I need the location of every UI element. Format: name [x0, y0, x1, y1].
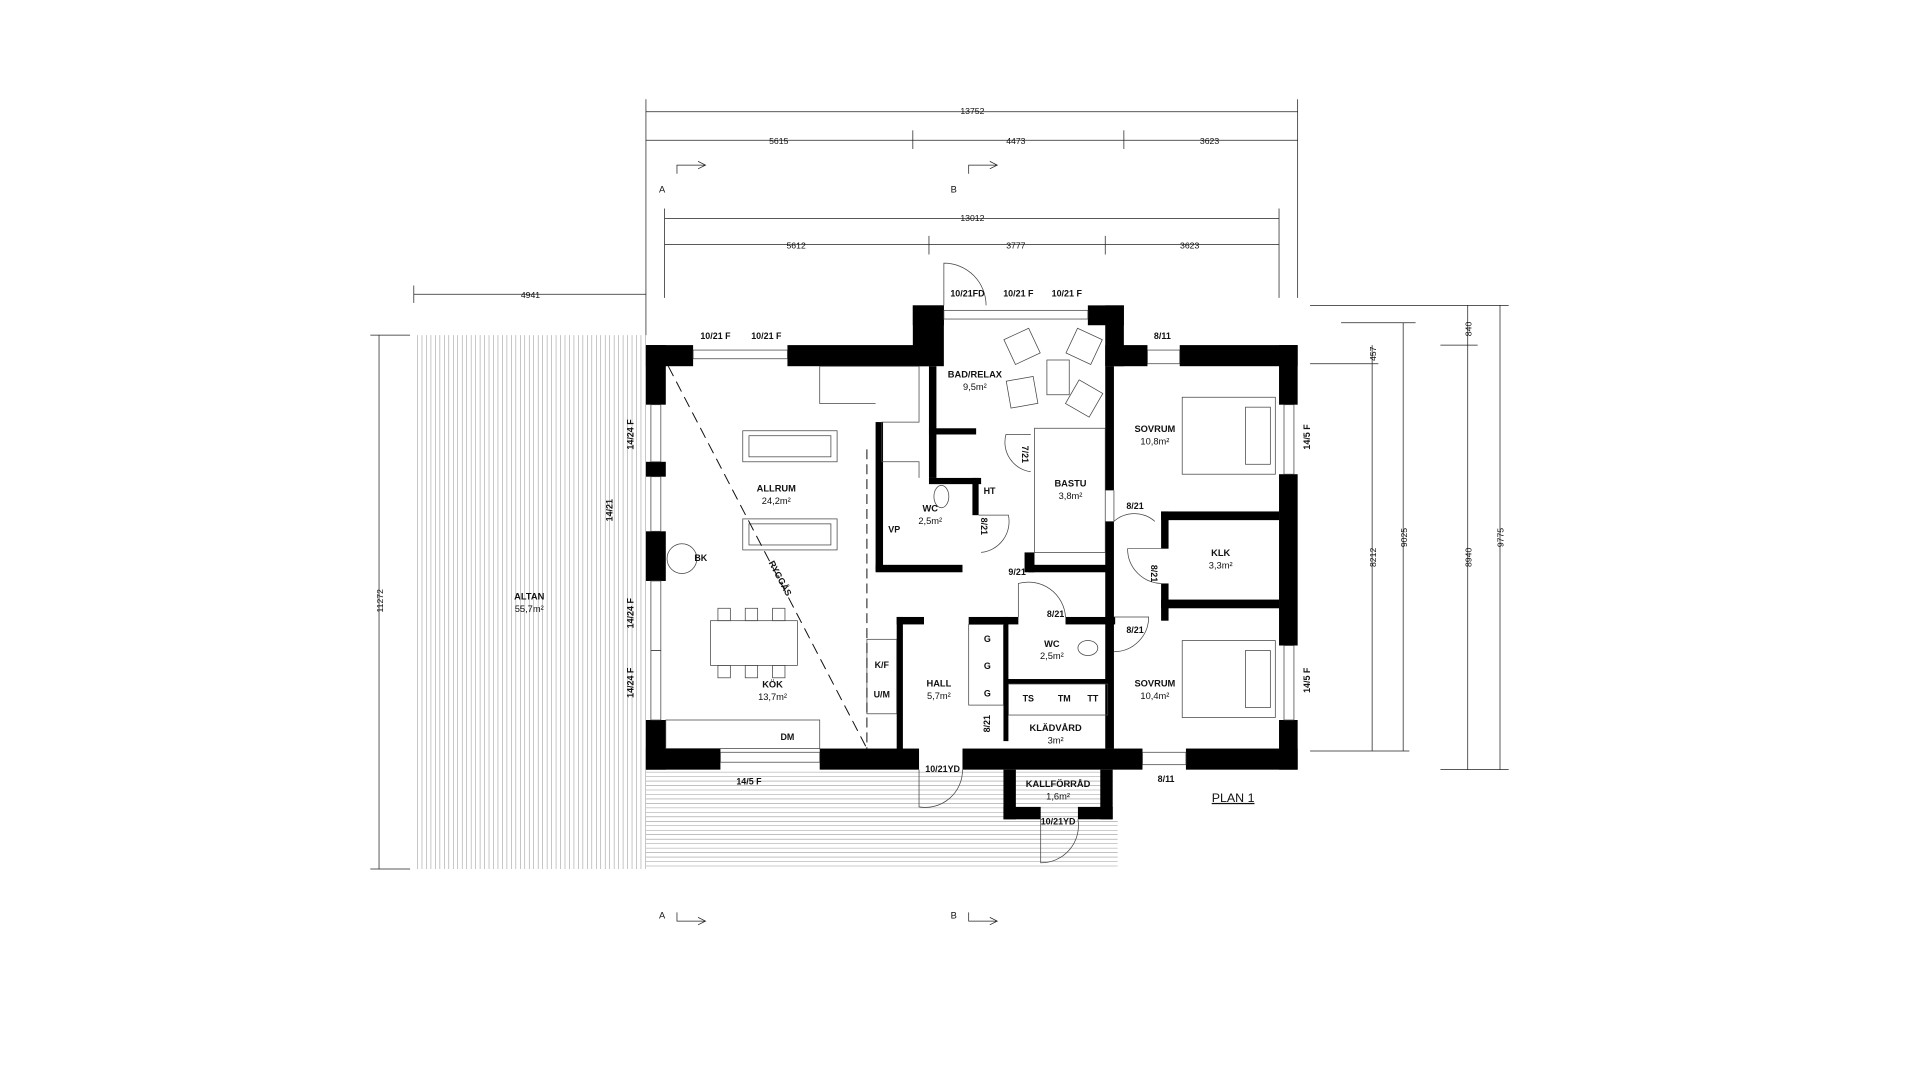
dim-right: 9775 [1496, 528, 1506, 547]
dim-inner-seg: 3777 [1006, 240, 1025, 250]
opening-label: 14/24 F [626, 667, 636, 698]
opening-label: 10/21 F [1052, 289, 1083, 299]
room-area: 2,5m² [918, 516, 942, 526]
dim-left-height: 11272 [375, 589, 385, 613]
room-area: 10,8m² [1140, 436, 1169, 446]
opening-label: 8/21 [1149, 565, 1159, 582]
fixture-label: HT [984, 486, 996, 496]
section-marker-b: B [951, 911, 957, 921]
room-name: SOVRUM [1134, 678, 1175, 688]
dim-inner-seg: 5612 [786, 240, 805, 250]
dimension-lines [370, 99, 1509, 926]
opening-label: 10/21 F [1003, 289, 1034, 299]
dim-top-seg: 4473 [1006, 136, 1025, 146]
dim-top-seg: 5615 [769, 136, 788, 146]
fixture-label: TT [1087, 693, 1098, 703]
dim-right: 8940 [1463, 548, 1473, 567]
room-area: 55,7m² [515, 604, 544, 614]
room-area: 3,8m² [1059, 491, 1083, 501]
opening-label: 10/21YD [1041, 816, 1076, 826]
furniture [665, 327, 1276, 749]
room-name: KÖK [762, 680, 783, 690]
opening-label: 8/21 [1047, 609, 1064, 619]
dim-top-seg: 3623 [1200, 136, 1219, 146]
room-area: 13,7m² [758, 692, 787, 702]
fixture-label: TS [1023, 693, 1034, 703]
opening-label: 8/11 [1158, 774, 1175, 784]
room-name: BASTU [1054, 479, 1086, 489]
exterior-walls [645, 305, 1298, 820]
fixture-label: K/F [875, 660, 890, 670]
room-name: SOVRUM [1134, 424, 1175, 434]
opening-label: 8/21 [979, 518, 989, 535]
fixture-label: G [984, 634, 991, 644]
opening-label: 8/21 [1126, 625, 1143, 635]
dim-right: 840 [1463, 322, 1473, 337]
opening-label: 14/5 F [1302, 424, 1312, 450]
room-area: 1,6m² [1046, 791, 1070, 801]
opening-label: 10/21 F [700, 331, 731, 341]
opening-label: 7/21 [1020, 446, 1030, 463]
dim-right: 457 [1368, 346, 1378, 361]
opening-label: 14/21 [604, 499, 614, 521]
fixture-label: G [984, 688, 991, 698]
room-name: WC [922, 503, 938, 513]
opening-label: 14/24 F [626, 598, 636, 629]
fixture-label: G [984, 661, 991, 671]
interior-walls [875, 366, 1280, 752]
dim-inner-total: 13012 [960, 213, 984, 223]
room-name: KALLFÖRRÅD [1026, 779, 1091, 789]
room-name: ALTAN [514, 592, 544, 602]
section-marker-a: A [659, 911, 666, 921]
opening-label: 14/5 F [736, 777, 762, 787]
dim-top-total: 13752 [960, 106, 984, 116]
section-marker-a: A [659, 184, 666, 194]
opening-label: 8/21 [1126, 501, 1143, 511]
dim-right: 9025 [1399, 528, 1409, 547]
fixture-label: BK [694, 553, 707, 563]
section-marker-b: B [951, 184, 957, 194]
opening-label: 8/21 [982, 715, 992, 732]
room-area: 24,2m² [762, 496, 791, 506]
front-deck-hatch [645, 771, 1118, 867]
room-area: 2,5m² [1040, 651, 1064, 661]
ridge-label: RYGGÅS [767, 559, 794, 598]
dim-inner-seg: 3623 [1180, 240, 1199, 250]
room-area: 9,5m² [963, 382, 987, 392]
opening-label: 9/21 [1008, 567, 1025, 577]
plan-title: PLAN 1 [1212, 791, 1255, 805]
ridge-line [667, 365, 868, 749]
room-name: KLÄDVÅRD [1030, 723, 1082, 733]
room-area: 10,4m² [1140, 691, 1169, 701]
opening-label: 14/24 F [626, 419, 636, 450]
room-name: ALLRUM [757, 484, 796, 494]
opening-labels: 10/21 F 10/21 F 10/21FD 10/21 F 10/21 F 8/11 1… [604, 289, 1312, 827]
opening-label: 10/21FD [950, 289, 985, 299]
opening-label: 10/21YD [925, 764, 960, 774]
opening-label: 14/5 F [1302, 667, 1312, 693]
fixture-label: U/M [874, 690, 890, 700]
room-area: 3,3m² [1209, 561, 1233, 571]
opening-label: 10/21 F [751, 331, 782, 341]
dimension-labels: 13752 5615 4473 3623 13012 5612 3777 362… [375, 106, 1506, 920]
room-name: BAD/RELAX [948, 369, 1003, 379]
room-name: KLK [1211, 548, 1230, 558]
room-area: 5,7m² [927, 691, 951, 701]
fixture-label: TM [1058, 693, 1071, 703]
dim-altan-width: 4941 [521, 290, 540, 300]
dim-right: 8212 [1368, 548, 1378, 567]
room-area: 3m² [1048, 736, 1064, 746]
windows [650, 309, 1295, 766]
door-swings [918, 262, 1162, 864]
altan-deck-hatch [417, 335, 646, 869]
room-name: HALL [926, 678, 951, 688]
fixture-label: DM [781, 732, 795, 742]
room-labels: BAD/RELAX 9,5m² ALLRUM 24,2m² WC 2,5m² BASTU 3,… [514, 369, 1232, 801]
fixture-label: VP [888, 525, 900, 535]
room-name: WC [1044, 639, 1060, 649]
opening-label: 8/11 [1154, 331, 1171, 341]
fixture-labels: HT VP G G G K/F U/M TS TM TT DM BK [694, 486, 1098, 742]
